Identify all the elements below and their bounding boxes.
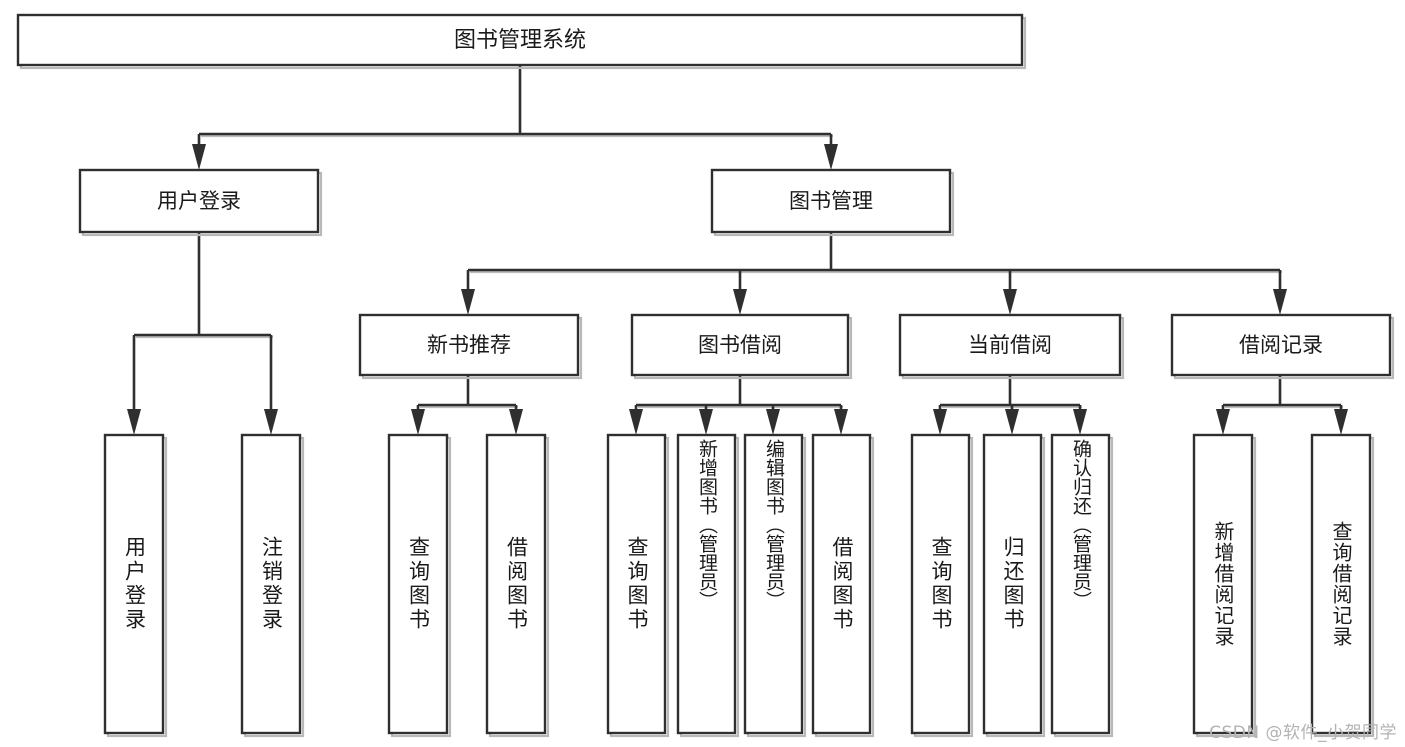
node-level2-label-0: 用户登录 [157,189,241,213]
node-level3-label-3: 借阅记录 [1239,333,1323,357]
arrow-head-icon [509,409,523,435]
node-leaf-2[interactable] [387,433,449,735]
arrow-head-icon [411,409,425,435]
node-level3-2[interactable] [898,313,1122,377]
arrow-head-icon [1073,409,1087,435]
node-leaf-1[interactable] [240,433,302,735]
node-level3-label-1: 图书借阅 [698,333,782,357]
node-leaf-0[interactable] [103,433,165,735]
arrow-head-icon [824,144,838,170]
arrow-head-icon [733,289,747,315]
node-level3-1[interactable] [630,313,850,377]
arrow-head-icon [1334,409,1348,435]
arrow-head-icon [766,409,780,435]
node-level3-3[interactable] [1170,313,1392,377]
arrow-head-icon [1003,289,1017,315]
arrow-head-icon [933,409,947,435]
node-level3-label-2: 当前借阅 [968,333,1052,357]
watermark-text: CSDN @软件_小贺同学 [1209,723,1397,743]
node-leaf-8[interactable] [910,433,971,735]
node-level3-label-0: 新书推荐 [427,333,511,357]
arrow-head-icon [461,289,475,315]
boxes-layer [16,13,1395,738]
node-leaf-12[interactable] [1310,433,1372,735]
arrow-head-icon [629,409,643,435]
arrow-head-icon [1273,289,1287,315]
arrow-head-icon [192,144,206,170]
node-leaf-11[interactable] [1192,433,1254,735]
arrow-head-icon [127,409,141,435]
arrow-head-icon [264,409,278,435]
arrow-head-icon [699,409,713,435]
node-leaf-4[interactable] [606,433,667,735]
node-leaf-7[interactable] [811,433,872,735]
node-leaf-10[interactable] [1050,433,1111,735]
node-level2-0[interactable] [78,168,320,234]
node-level2-1[interactable] [710,168,952,234]
node-root-label: 图书管理系统 [454,28,586,53]
arrow-head-icon [1216,409,1230,435]
node-root[interactable] [16,13,1024,67]
node-level2-label-1: 图书管理 [789,189,873,213]
arrow-head-icon [834,409,848,435]
connectors-layer [127,65,1348,435]
arrow-head-icon [1005,409,1019,435]
node-leaf-9[interactable] [982,433,1043,735]
node-level3-0[interactable] [358,313,580,377]
node-leaf-5[interactable] [676,433,737,735]
node-leaf-3[interactable] [485,433,547,735]
node-leaf-6[interactable] [743,433,804,735]
